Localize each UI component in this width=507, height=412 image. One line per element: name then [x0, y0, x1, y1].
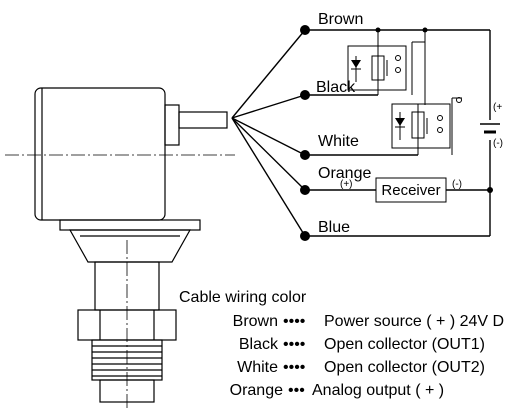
supply-minus: (-) — [493, 138, 503, 149]
legend-color-brown: Brown — [233, 313, 278, 330]
cable-gland — [164, 104, 180, 146]
wire-label-blue: Blue — [318, 219, 350, 236]
wire-label-brown: Brown — [318, 11, 363, 28]
wire-junctions — [300, 25, 493, 241]
wire-label-black: Black — [316, 79, 356, 96]
legend-dots-black: •••• — [283, 336, 305, 353]
wire-lines — [231, 29, 491, 237]
receiver-box — [375, 177, 447, 203]
dc-supply — [480, 123, 500, 134]
receiver-plus: (+) — [340, 179, 353, 190]
legend-dots-white: •••• — [283, 359, 305, 376]
legend-dots-brown: •••• — [283, 313, 305, 330]
wire-label-white: White — [318, 133, 359, 150]
receiver-label: Receiver — [381, 182, 440, 199]
wire-label-orange: Orange — [318, 165, 371, 182]
legend-color-black: Black — [239, 336, 279, 353]
sensor-housing — [34, 87, 166, 221]
legend-desc-orange: Analog output ( + ) — [312, 382, 444, 399]
sensor-flange — [59, 219, 201, 231]
legend-color-white: White — [237, 359, 278, 376]
legend-color-orange: Orange — [230, 382, 283, 399]
legend-title: Cable wiring color — [179, 289, 307, 306]
legend-desc-black: Open collector (OUT1) — [324, 336, 485, 353]
legend-desc-white: Open collector (OUT2) — [324, 359, 485, 376]
relay-2 — [391, 97, 462, 155]
supply-plus: (+ — [493, 102, 502, 113]
relay-1 — [347, 30, 426, 105]
receiver-minus: (-) — [452, 179, 462, 190]
sensor-drawing — [34, 87, 228, 403]
legend-desc-brown: Power source ( + ) 24V D — [324, 313, 504, 330]
legend-dots-orange: ••• — [288, 382, 305, 399]
center-lines — [5, 154, 235, 408]
